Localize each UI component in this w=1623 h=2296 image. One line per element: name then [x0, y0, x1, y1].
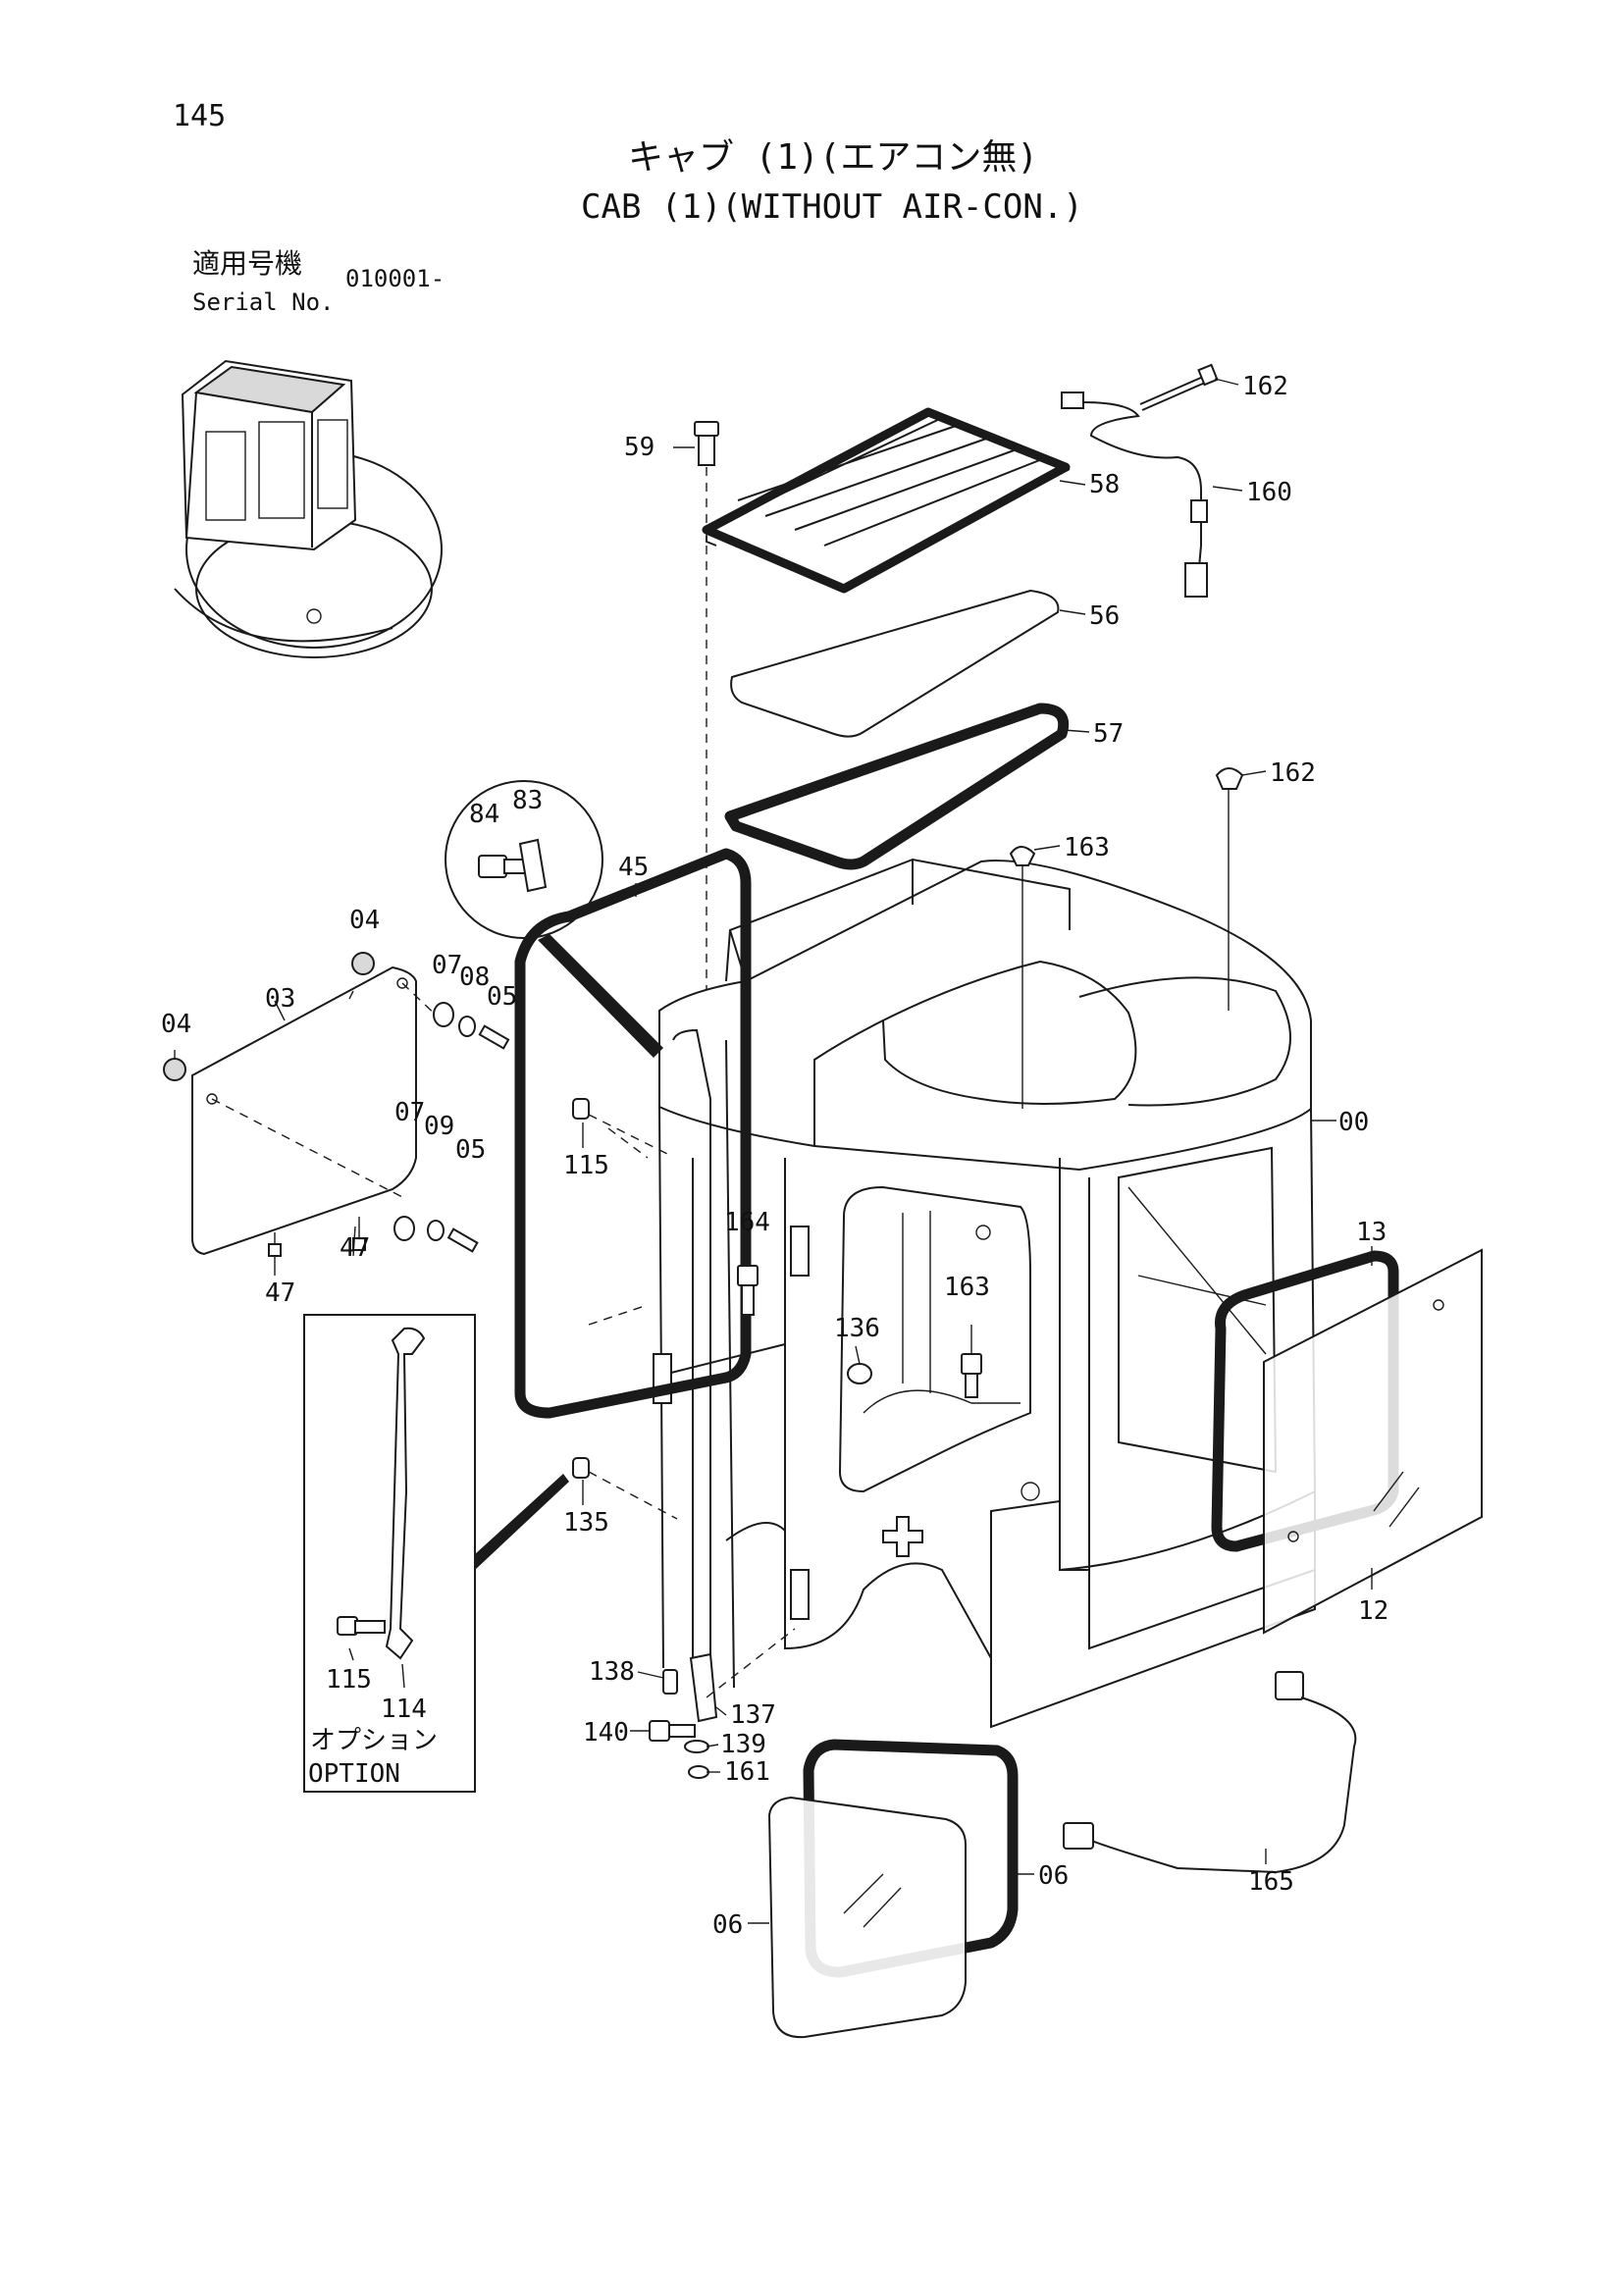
callout-47-lower: 47	[265, 1278, 295, 1308]
callout-05-bottom: 05	[455, 1135, 486, 1165]
option-label-japanese: オプション	[310, 1726, 438, 1755]
callout-162-rear: 162	[1270, 758, 1316, 788]
callout-07-bottom: 09	[424, 1112, 454, 1141]
callout-162-front: 163	[1064, 833, 1110, 862]
page-number: 145	[173, 99, 226, 133]
callout-00: 00	[1338, 1108, 1369, 1137]
callout-114: 115	[326, 1665, 372, 1695]
title-japanese: キャブ (1)(エアコン無)	[628, 137, 1038, 178]
roof-guard	[702, 407, 1071, 594]
roof-seal	[724, 703, 1070, 870]
callout-45: 45	[618, 853, 649, 882]
callout-04-top: 04	[349, 906, 380, 935]
callout-06-bottom: 07	[394, 1098, 425, 1127]
callout-05-top: 05	[487, 982, 517, 1012]
serial-label-english: Serial No.	[192, 288, 335, 316]
callout-139: 140	[583, 1718, 629, 1748]
callout-115-upper: 115	[563, 1151, 609, 1180]
option-box: オプション OPTION	[303, 1314, 569, 1793]
plug-115-upper	[572, 1098, 668, 1155]
callout-161: 162	[1242, 372, 1288, 401]
callout-164: 164	[724, 1208, 770, 1237]
detail-bubble	[445, 780, 663, 1058]
callout-03: 03	[265, 984, 295, 1014]
callout-136: 137	[730, 1700, 776, 1730]
serial-number-value: 010001-	[345, 265, 445, 292]
callout-138: 139	[720, 1730, 766, 1759]
callout-08: 06	[712, 1910, 743, 1940]
roof-window	[730, 589, 1060, 738]
bolt-59	[694, 421, 719, 991]
option-label-english: OPTION	[308, 1759, 400, 1789]
callout-06-top: 07	[432, 951, 462, 980]
harness-160	[1061, 391, 1208, 598]
bolt-161	[1139, 363, 1219, 411]
cap-162-rear	[1215, 767, 1244, 1011]
callout-13: 13	[1356, 1218, 1387, 1247]
side-window-fasteners	[163, 952, 510, 1257]
hinge-parts	[649, 1628, 796, 1779]
callout-47-upper: 47	[340, 1233, 370, 1263]
callout-165: 165	[1248, 1867, 1294, 1897]
plug-115-lower	[572, 1457, 678, 1520]
callout-140: 161	[724, 1757, 770, 1787]
door-window-08	[767, 1796, 967, 2039]
side-window-03	[191, 965, 443, 1256]
callout-137: 138	[589, 1657, 635, 1687]
leader-lines	[174, 378, 1373, 1924]
callout-84: 84	[469, 800, 499, 829]
callout-07-top: 08	[459, 963, 490, 992]
callout-160: 160	[1246, 478, 1292, 507]
rear-window	[1263, 1248, 1483, 1635]
callout-09: 06	[1038, 1861, 1069, 1891]
callout-115-lower: 135	[563, 1508, 609, 1538]
serial-label-japanese: 適用号機	[192, 247, 302, 280]
callout-12: 12	[1358, 1596, 1388, 1626]
callout-135: 136	[834, 1314, 880, 1343]
callout-57: 57	[1093, 719, 1124, 749]
callout-04-left: 04	[161, 1010, 191, 1039]
callout-59: 59	[624, 433, 654, 462]
callout-83: 83	[512, 786, 543, 815]
machine-overview-thumbnail	[174, 359, 443, 658]
seal-leader	[588, 1127, 649, 1326]
callout-163: 163	[944, 1273, 990, 1302]
cap-162-front	[1009, 846, 1036, 1109]
harness-165	[1063, 1671, 1357, 1874]
title-english: CAB (1)(WITHOUT AIR-CON.)	[581, 187, 1083, 227]
callout-56: 56	[1089, 601, 1120, 631]
interior-bolts	[737, 1265, 982, 1398]
door-seal	[514, 848, 752, 1419]
callout-113: 114	[381, 1695, 427, 1724]
callout-58: 58	[1089, 470, 1120, 499]
